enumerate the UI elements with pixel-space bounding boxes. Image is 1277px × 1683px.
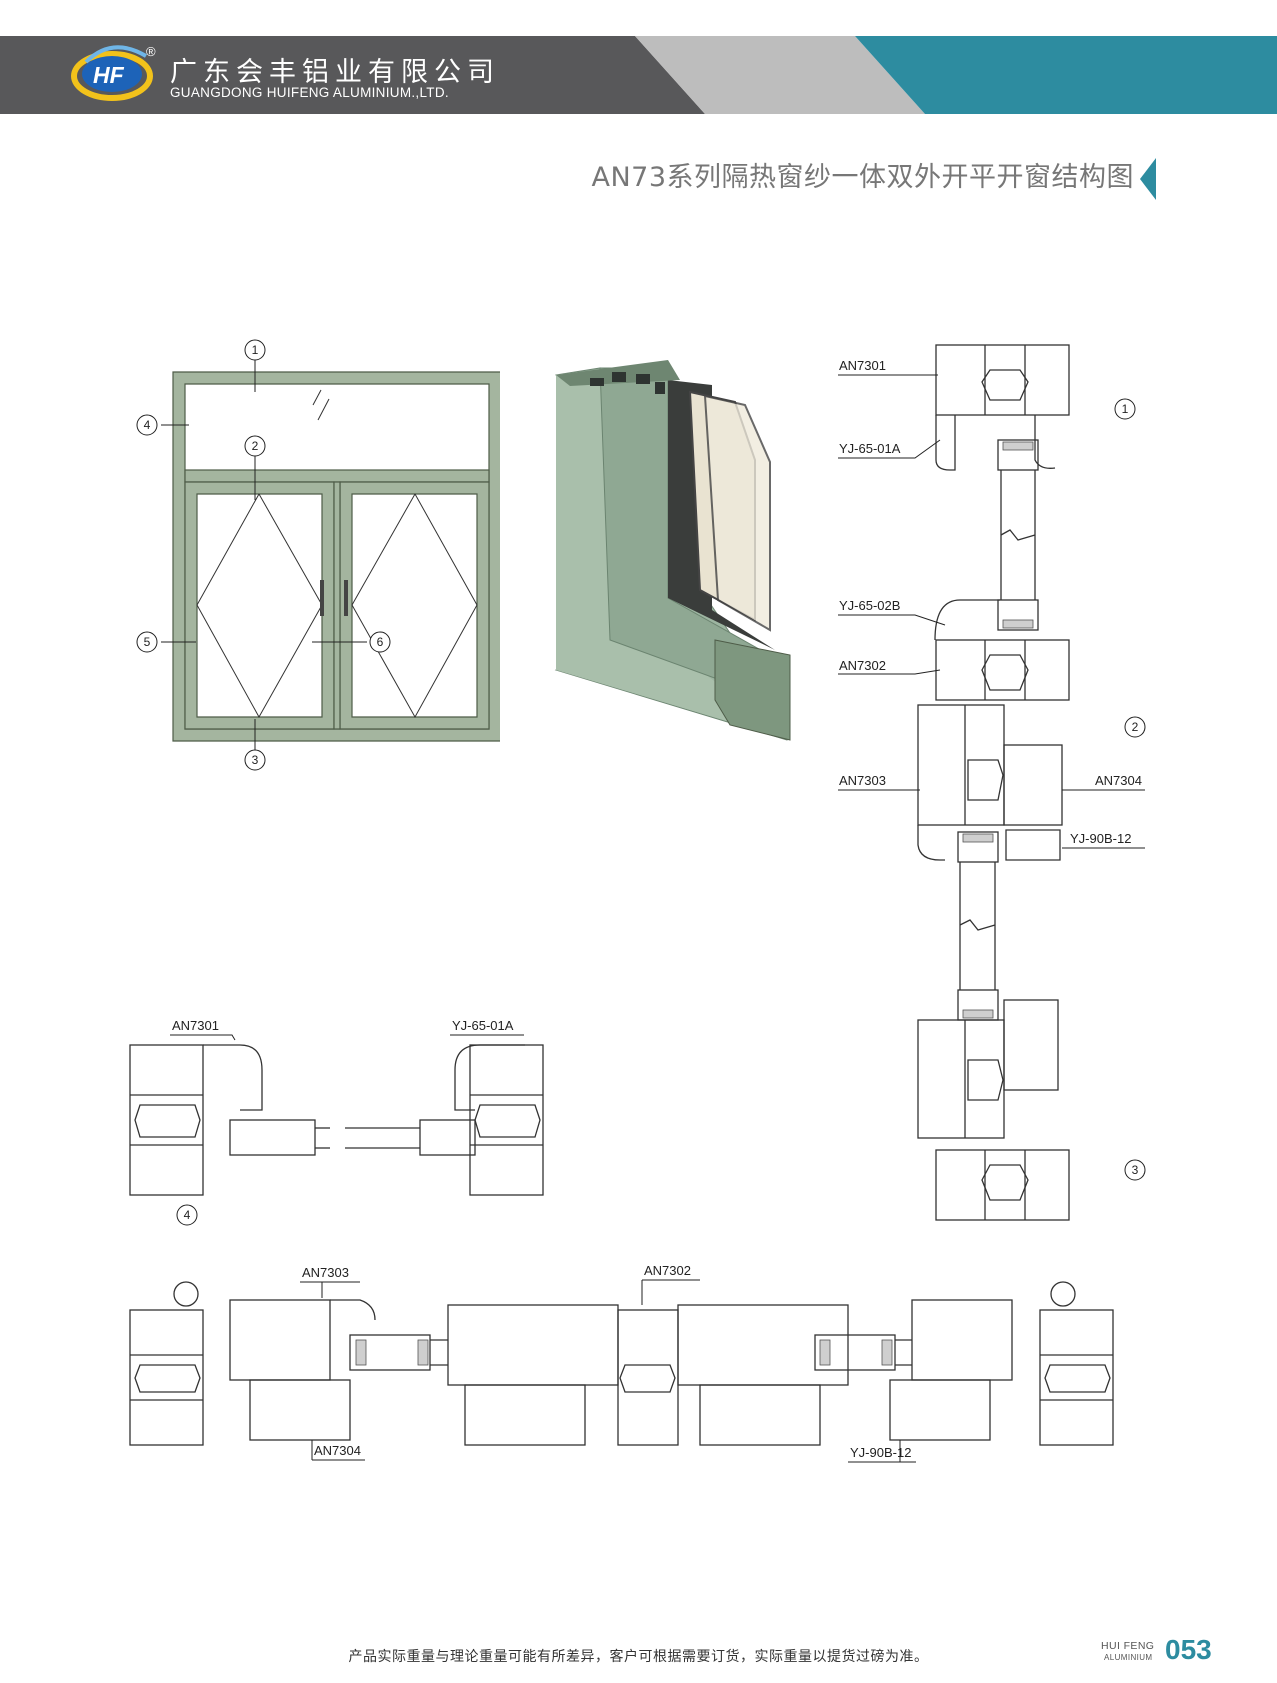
callout-5: 5 <box>144 635 151 649</box>
label-an7301: AN7301 <box>839 358 886 373</box>
section-56-drawing: AN7303 AN7302 AN7304 YJ-90B-12 5 6 <box>129 1263 1114 1463</box>
label-56-yj-90b-12: YJ-90B-12 <box>850 1445 911 1460</box>
section-callout-4: 4 <box>184 1208 191 1222</box>
label-yj-65-02b: YJ-65-02B <box>839 598 900 613</box>
page-number: 053 <box>1165 1634 1212 1665</box>
vertical-section-drawing: AN7301 YJ-65-01A YJ-65-02B AN7302 AN7303… <box>838 344 1146 1221</box>
page-title: AN73系列隔热窗纱一体双外开平开窗结构图 <box>591 162 1134 193</box>
brand-name-en: GUANGDONG HUIFENG ALUMINIUM.,LTD. <box>170 85 449 100</box>
footer-brand: HUI FENG <box>1101 1640 1155 1652</box>
label-4-yj-65-01a: YJ-65-01A <box>452 1018 514 1033</box>
label-4-an7301: AN7301 <box>172 1018 219 1033</box>
callout-3: 3 <box>252 753 259 767</box>
callout-1: 1 <box>252 343 259 357</box>
section-callout-1: 1 <box>1122 402 1129 416</box>
footer-brand-sub: ALUMINIUM <box>1104 1653 1153 1662</box>
footer-note: 产品实际重量与理论重量可能有所差异，客户可根据需要订货，实际重量以提货过磅为准。 <box>348 1649 929 1665</box>
callout-4: 4 <box>144 418 151 432</box>
title-arrow-icon <box>1140 158 1156 200</box>
callout-2: 2 <box>252 439 259 453</box>
header-banner <box>0 36 1277 114</box>
registered-mark: ® <box>146 44 156 59</box>
label-an7302: AN7302 <box>839 658 886 673</box>
svg-text:HF: HF <box>93 62 125 88</box>
callout-6: 6 <box>377 635 384 649</box>
section-4-drawing: AN7301 YJ-65-01A 4 <box>129 1018 544 1226</box>
label-56-an7303: AN7303 <box>302 1265 349 1280</box>
label-an7303: AN7303 <box>839 773 886 788</box>
label-yj-90b-12: YJ-90B-12 <box>1070 831 1131 846</box>
section-callout-2: 2 <box>1132 720 1139 734</box>
brand-name-cn: 广东会丰铝业有限公司 <box>170 57 500 88</box>
profile-3d-render <box>554 360 791 741</box>
label-yj-65-01a: YJ-65-01A <box>839 441 901 456</box>
company-logo-icon: HF <box>71 45 153 101</box>
section-callout-3: 3 <box>1132 1163 1139 1177</box>
label-an7304: AN7304 <box>1095 773 1142 788</box>
label-56-an7304: AN7304 <box>314 1443 361 1458</box>
label-56-an7302: AN7302 <box>644 1263 691 1278</box>
window-elevation-drawing: 1 2 3 4 5 6 <box>136 339 500 771</box>
